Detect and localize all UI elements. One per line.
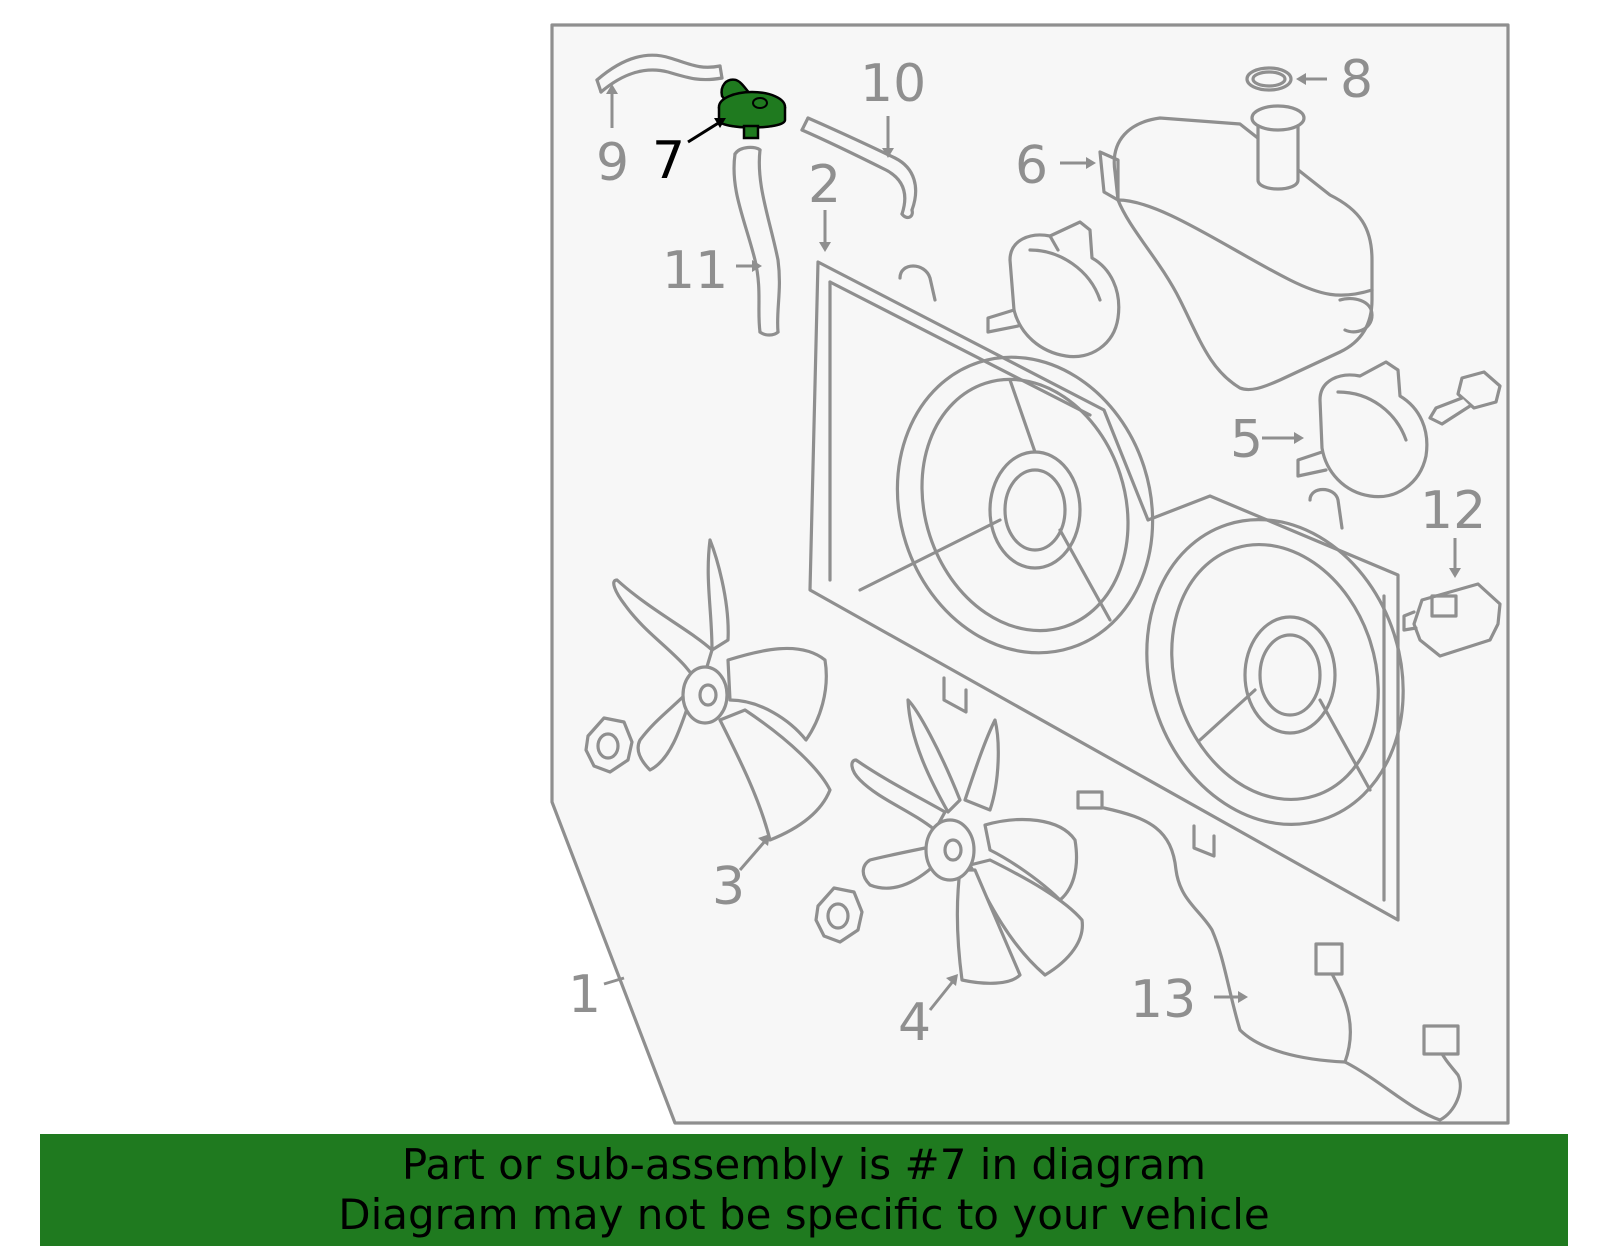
nut-lower <box>814 886 864 944</box>
callout-4: 4 <box>898 993 931 1053</box>
callout-2: 2 <box>808 155 841 215</box>
part-6-reservoir <box>1098 104 1374 392</box>
callout-12: 12 <box>1420 481 1486 541</box>
info-banner: Part or sub-assembly is #7 in diagram Di… <box>40 1134 1568 1246</box>
callout-6: 6 <box>1015 136 1048 196</box>
part-3-fan <box>612 538 832 842</box>
banner-line-2: Diagram may not be specific to your vehi… <box>338 1190 1270 1239</box>
part-10-hose <box>800 116 918 220</box>
banner-line-1: Part or sub-assembly is #7 in diagram <box>401 1140 1207 1189</box>
part-11-tube <box>732 145 781 337</box>
part-9-hose <box>595 53 724 94</box>
callout-10: 10 <box>860 54 926 114</box>
callout-arrows <box>603 73 1461 1011</box>
bolt <box>1428 370 1502 426</box>
part-8-oring <box>1245 66 1293 92</box>
callout-5: 5 <box>1230 410 1263 470</box>
callout-9: 9 <box>596 133 629 193</box>
motor-upper <box>986 220 1121 359</box>
callout-13: 13 <box>1130 970 1196 1030</box>
part-13-harness <box>1076 790 1462 1122</box>
callout-1: 1 <box>568 965 601 1025</box>
part-12-connector <box>1402 582 1502 658</box>
callout-11: 11 <box>662 241 728 301</box>
callout-8: 8 <box>1340 50 1373 110</box>
nut-left <box>584 716 634 774</box>
callout-7: 7 <box>652 131 685 191</box>
part-4-fan <box>850 698 1084 985</box>
callout-3: 3 <box>712 857 745 917</box>
part-5-motor <box>1296 360 1429 499</box>
part-2-shroud <box>808 260 1405 922</box>
